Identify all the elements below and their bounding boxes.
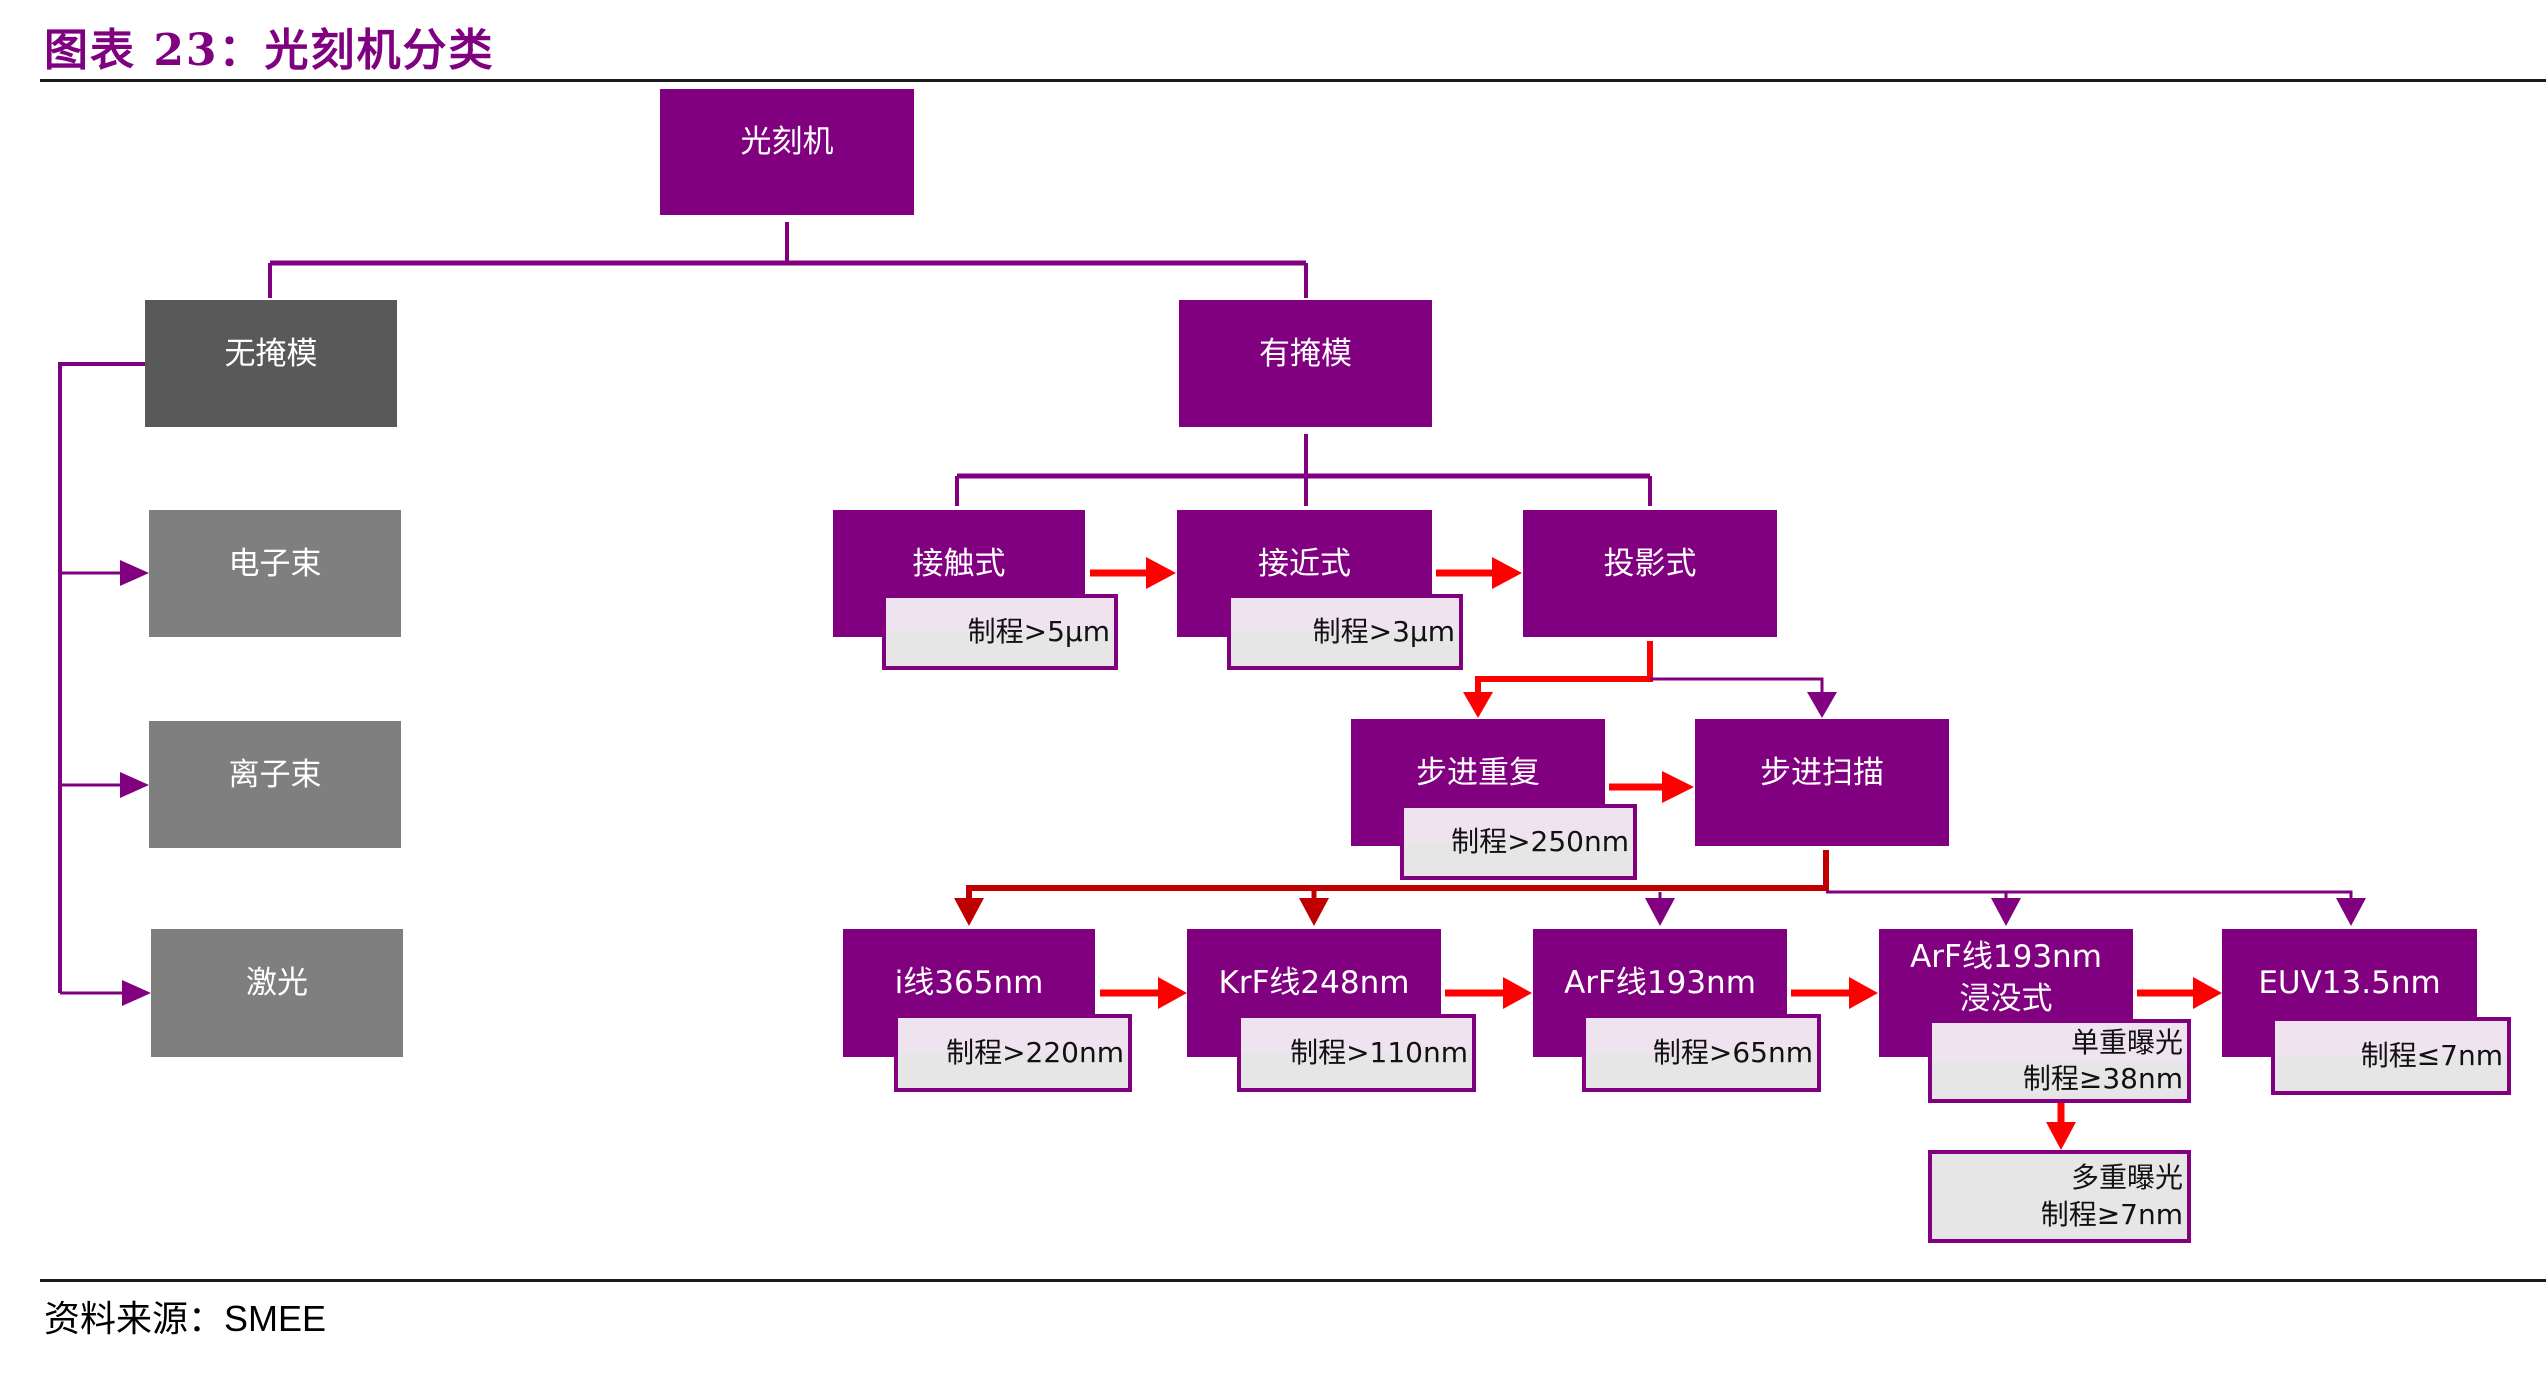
source-label: 资料来源：: [44, 1299, 225, 1340]
note-line2: 制程≥38nm: [2022, 1062, 2183, 1095]
arrowhead-arf-immersion: [1991, 898, 2021, 926]
note-line2: 制程≥7nm: [2040, 1197, 2183, 1231]
note-contact: 制程>5μm: [882, 594, 1118, 670]
node-label: EUV13.5nm: [2258, 965, 2441, 1002]
node-lithography-machine: 光刻机: [660, 89, 914, 215]
arrowhead-euv: [2336, 898, 2366, 926]
note-multi-exposure: 多重曝光 制程≥7nm: [1928, 1150, 2191, 1243]
arrowhead-laser: [122, 980, 151, 1006]
arrowhead-krf: [1299, 898, 1329, 926]
node-label: i线365nm: [894, 965, 1044, 1002]
node-label: ArF线193nm: [1564, 965, 1756, 1002]
note-proximity: 制程>3μm: [1227, 594, 1463, 670]
arrowhead-proximity-projection: [1492, 557, 1522, 589]
source-value: SMEE: [224, 1298, 327, 1339]
node-label: 接近式: [1258, 545, 1351, 582]
arrowhead-contact-proximity: [1146, 557, 1176, 589]
arrowhead-stepper-scanner: [1662, 771, 1694, 803]
arrowhead-arf: [1645, 898, 1675, 926]
note-line1: 单重曝光: [2070, 1025, 2183, 1059]
arrowhead-scanner: [1807, 692, 1837, 718]
node-projection: 投影式: [1523, 510, 1777, 637]
node-label: 无掩模: [224, 335, 318, 372]
node-label: 光刻机: [740, 124, 834, 161]
node-laser: 激光: [151, 929, 403, 1057]
arrowhead-iline: [954, 898, 984, 926]
note-text: 制程>5μm: [967, 614, 1110, 648]
node-ion-beam: 离子束: [149, 721, 401, 848]
figure-title: 图表 23：光刻机分类: [44, 25, 495, 76]
arrow-projection-stepper: [1475, 641, 1653, 695]
node-masked: 有掩模: [1179, 300, 1432, 427]
node-label: 步进重复: [1416, 754, 1540, 791]
node-label: 有掩模: [1259, 335, 1352, 372]
node-label: ArF线193nm 浸没式: [1910, 937, 2102, 1019]
note-euv: 制程≤7nm: [2271, 1017, 2511, 1095]
connector-scanner-purple-bar: [1826, 890, 2353, 900]
node-label: KrF线248nm: [1218, 965, 1410, 1002]
bottom-rule: [40, 1279, 2546, 1282]
arrowhead-arf-immersion-red: [1849, 977, 1878, 1009]
node-label: 离子束: [228, 756, 322, 793]
connector-scanner-down-red: [966, 850, 1829, 900]
note-text: 制程>110nm: [1290, 1035, 1468, 1069]
note-step-repeat: 制程>250nm: [1400, 804, 1637, 880]
connector-maskless-trunk: [58, 362, 145, 993]
note-krf: 制程>110nm: [1237, 1014, 1476, 1092]
node-label-line2: 浸没式: [1959, 980, 2053, 1017]
note-text: 制程>220nm: [946, 1035, 1124, 1069]
note-single-exposure: 单重曝光 制程≥38nm: [1928, 1019, 2191, 1103]
node-label: 激光: [246, 965, 308, 1002]
node-maskless: 无掩模: [145, 300, 397, 427]
node-electron-beam: 电子束: [149, 510, 401, 637]
top-rule: [40, 79, 2546, 82]
note-text: 制程>250nm: [1451, 824, 1629, 858]
node-step-scan: 步进扫描: [1695, 719, 1949, 846]
arrow-projection-scanner: [1650, 677, 1824, 695]
arrowhead-stepper: [1463, 692, 1493, 718]
note-arf: 制程>65nm: [1582, 1014, 1821, 1092]
arrowhead-krf-arf: [1503, 977, 1532, 1009]
node-label: 投影式: [1603, 545, 1697, 582]
note-text: 制程>65nm: [1652, 1035, 1813, 1069]
node-label-line1: ArF线193nm: [1910, 939, 2102, 975]
arrowhead-immersion-euv: [2193, 977, 2222, 1009]
arrowhead-ebeam: [120, 560, 149, 586]
note-line1: 多重曝光: [2070, 1161, 2183, 1195]
arrowhead-single-multi: [2046, 1122, 2076, 1150]
note-text: 制程≤7nm: [2360, 1038, 2503, 1072]
node-label: 电子束: [228, 545, 322, 582]
source-note: 资料来源：SMEE: [44, 1290, 326, 1342]
arrowhead-ionbeam: [120, 772, 149, 798]
node-label: 接触式: [912, 545, 1006, 582]
node-label: 步进扫描: [1760, 754, 1884, 791]
arrowhead-iline-krf: [1158, 977, 1187, 1009]
note-text: 制程>3μm: [1312, 614, 1455, 648]
note-i-line: 制程>220nm: [894, 1014, 1132, 1092]
